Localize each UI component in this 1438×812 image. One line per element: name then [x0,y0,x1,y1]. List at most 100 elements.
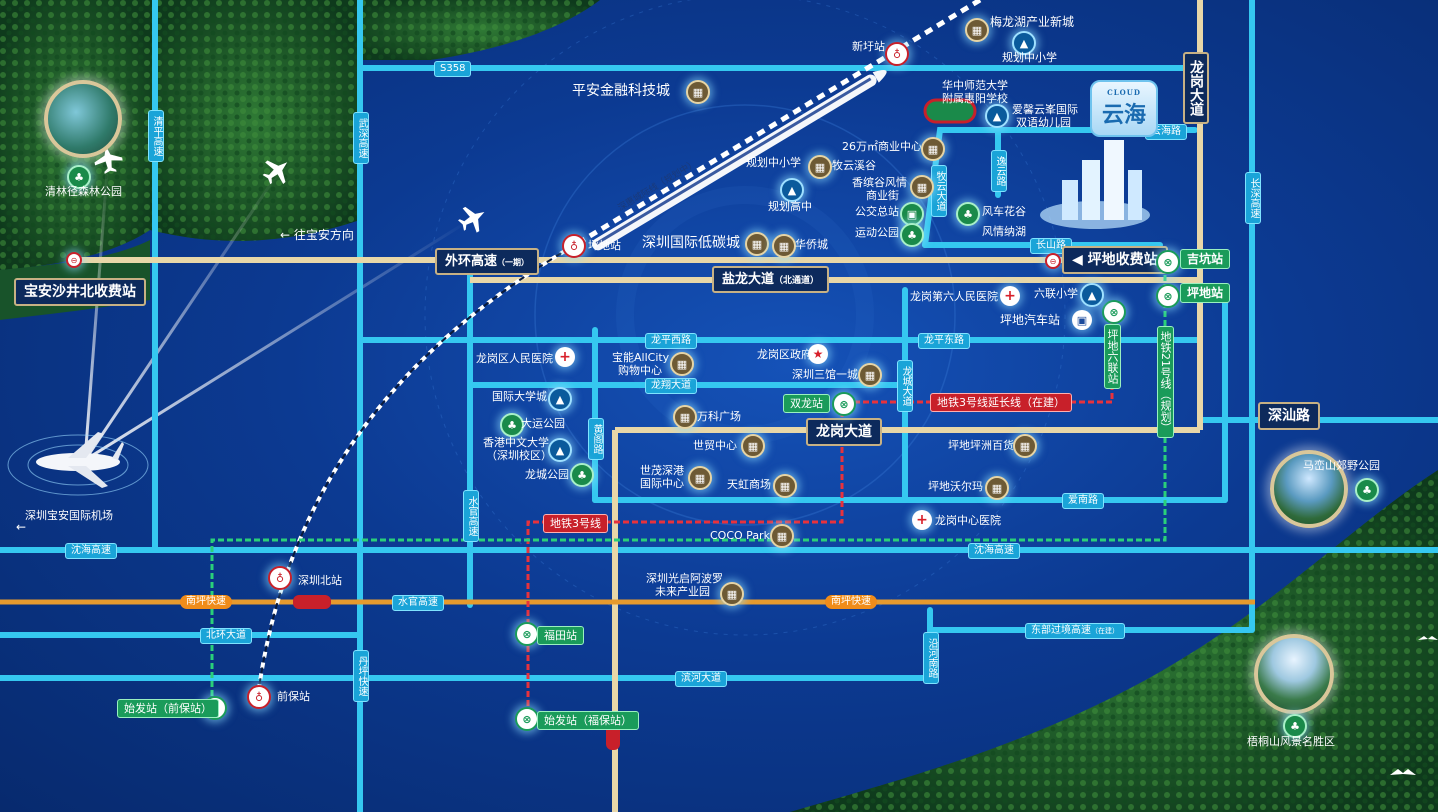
poi-intl-univ[interactable]: 国际大学城 [492,390,547,403]
road-muyun: 牧云大道 [931,165,947,217]
poi-huaqiao[interactable]: 华侨城 [795,238,828,251]
poi-fengqing[interactable]: 风情纳湖 [982,225,1026,238]
poi-aixin-2[interactable]: 双语幼儿园 [1016,116,1071,129]
poi-sanguan[interactable]: 深圳三馆一城 [792,368,858,381]
poi-guangqi-2[interactable]: 未来产业园 [655,585,710,598]
school-icon: ▲ [1012,31,1036,55]
poi-bus-terminal[interactable]: 公交总站 [855,205,899,218]
school-icon: ▲ [548,438,572,462]
road-yiyun: 逸云路 [991,150,1007,192]
poi-pingdi-plaza[interactable]: 坪地坪洲百货 [948,439,1014,452]
metro-station-jikeng[interactable]: 吉坑站 [1180,249,1231,269]
poi-planned-primary-top[interactable]: 规划中小学 [1002,51,1057,64]
poi-longcheng-park[interactable]: 龙城公园 [525,468,569,481]
scenic-wutong[interactable]: 梧桐山风景名胜区 [1247,735,1335,748]
poi-wanke[interactable]: 万科广场 [697,410,741,423]
poi-bus-station[interactable]: 坪地汽车站 [1000,313,1061,327]
road-longpingdong: 龙平东路 [918,333,970,349]
building-icon: ▦ [741,434,765,458]
poi-dayun[interactable]: 大运公园 [521,417,565,430]
poi-planned-high[interactable]: 规划高中 [768,200,812,213]
scenic-qinglin[interactable]: 清林径森林公园 [45,185,122,198]
poi-guangqi-1[interactable]: 深圳光启阿波罗 [646,572,723,585]
poi-aixin-1[interactable]: 爱馨云峯国际 [1012,103,1078,116]
metro-station-pingdi[interactable]: 坪地站 [1180,283,1231,303]
metro-station-pingdi6[interactable]: 坪地六联站 [1104,324,1121,389]
toll-pingdi[interactable]: ◀ 坪地收费站 [1062,246,1168,274]
poi-shimao[interactable]: 世贸中心 [693,439,737,452]
poi-huazhong-1[interactable]: 华中师范大学 [942,79,1008,92]
poi-baoneng-2[interactable]: 购物中心 [618,364,662,377]
scenic-photo-wutong[interactable] [1254,634,1334,714]
road-waihuan-sub: （一期） [497,258,530,267]
project-towers-icon [1040,140,1150,229]
flying-plane-icon [94,146,485,233]
poi-tianhong[interactable]: 天虹商场 [727,478,771,491]
toll-icon: ⊖ [1045,253,1061,269]
poi-pingan[interactable]: 平安金融科技城 [572,83,670,99]
poi-shimao-sg-1[interactable]: 世茂深港 [640,464,684,477]
road-changshen: 长深高速 [1245,172,1261,224]
road-shenshan: 深汕路 [1258,402,1320,430]
poi-liulian[interactable]: 六联小学 [1034,287,1078,300]
school-icon: ▲ [985,104,1009,128]
road-dongbu-sub: （在建） [1091,627,1119,635]
poi-fengche[interactable]: 风车花谷 [982,205,1026,218]
road-aijian: 爱南路 [1062,493,1104,509]
poi-commercial26[interactable]: 26万㎡商业中心 [842,140,922,153]
poi-xiangxu-2[interactable]: 商业街 [866,189,899,202]
building-icon: ▦ [770,524,794,548]
rail-station-qianbao[interactable]: 前保站 [277,690,310,703]
scenic-photo-maluanshan[interactable] [1270,450,1348,528]
tree-icon: ♣ [67,165,91,189]
poi-district-hospital[interactable]: 龙岗区人民医院 [476,352,553,365]
road-waihuan-label: 外环高速 [445,254,498,269]
metro-line3-ext-label: 地铁3号线延长线（在建） [930,393,1072,412]
metro-icon: ⊗ [1102,300,1126,324]
metro-station-futian[interactable]: 福田站 [537,626,584,645]
airport-label[interactable]: 深圳宝安国际机场 [25,509,113,522]
tree-icon: ♣ [1283,714,1307,738]
bus-terminal-icon: ▣ [900,202,924,226]
project-badge[interactable]: CLOUD 云海 [1090,80,1159,137]
road-wuhen: 武深高速 [353,112,369,164]
poi-coco[interactable]: COCO Park [710,529,770,542]
building-icon: ▦ [808,155,832,179]
poi-sports-park[interactable]: 运动公园 [855,226,899,239]
poi-planned-primary[interactable]: 规划中小学 [746,156,801,169]
building-icon: ▦ [1013,434,1037,458]
poi-baoneng-1[interactable]: 宝能AllCity [612,351,670,364]
rail-station-xinxu[interactable]: 新圩站 [852,40,885,53]
metro-station-start-qianhai[interactable]: 始发站（前保站） [117,699,219,718]
toll-icon: ⊖ [66,252,82,268]
metro-icon: ⊗ [1156,250,1180,274]
cross-icon: + [1000,286,1020,306]
poi-cuhk-2[interactable]: （深圳校区） [486,449,552,462]
road-longpingxi: 龙平西路 [645,333,697,349]
toll-baoan[interactable]: 宝安沙井北收费站 [14,278,146,306]
poi-shimao-sg-2[interactable]: 国际中心 [640,477,684,490]
poi-huazhong-2[interactable]: 附属惠阳学校 [942,92,1008,105]
poi-cuhk-1[interactable]: 香港中文大学 [483,436,549,449]
poi-muyunxigu[interactable]: 牧云溪谷 [832,159,876,172]
poi-longgang-central[interactable]: 龙岗中心医院 [935,514,1001,527]
poi-xiangxu-1[interactable]: 香缤谷风情 [852,176,907,189]
rail-station-pingdi[interactable]: 坪地站 [588,239,621,252]
building-icon: ▦ [858,363,882,387]
poi-lowcarbon[interactable]: 深圳国际低碳城 [642,235,740,251]
poi-gov[interactable]: 龙岗区政府 [757,348,812,361]
poi-meilong[interactable]: 梅龙湖产业新城 [990,15,1075,29]
poi-hospital6[interactable]: 龙岗第六人民医院 [910,290,998,303]
poi-walmart[interactable]: 坪地沃尔玛 [928,480,983,493]
road-qingping: 清平高速 [148,110,164,162]
rail-station-shenzhen-north[interactable]: 深圳北站 [298,574,342,587]
building-icon: ▦ [670,352,694,376]
scenic-maluanshan[interactable]: 马峦山郊野公园 [1303,459,1380,472]
metro-station-shuanglong[interactable]: 双龙站 [783,394,830,413]
metro-station-start-futian[interactable]: 始发站（福保站） [537,711,639,730]
train-station-icon: ♁ [885,42,909,66]
building-icon: ▦ [965,18,989,42]
road-longgang-v: 龙岗大道 [1183,52,1209,124]
scenic-photo-qinglin[interactable] [44,80,122,158]
